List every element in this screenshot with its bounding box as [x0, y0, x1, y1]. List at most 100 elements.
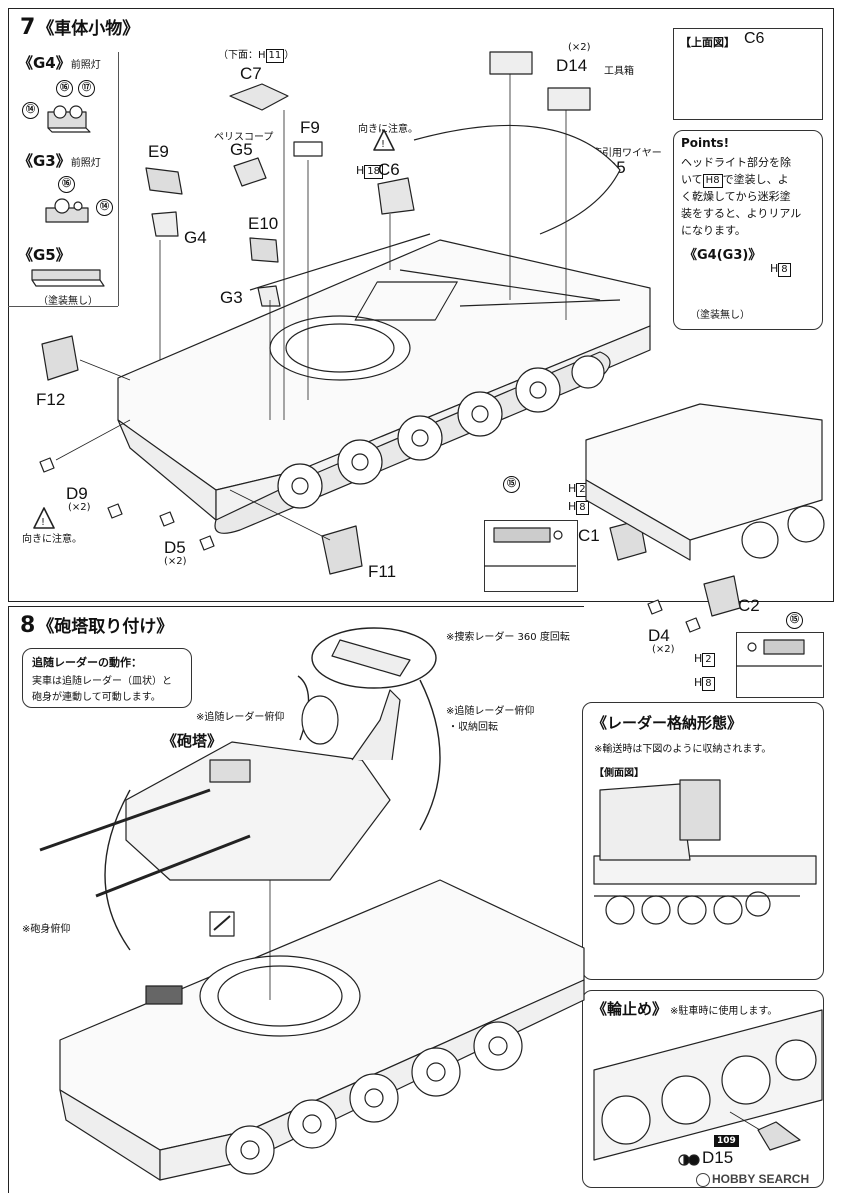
caution-d9: 向きに注意。	[22, 534, 82, 545]
radar-operation-title: 追随レーダーの動作：	[32, 656, 142, 669]
note-search-radar: ※捜索レーダー 360 度回転	[446, 632, 570, 643]
g3-title: 《G3》	[18, 152, 71, 170]
g3-headlight-drawing	[45, 198, 89, 223]
label-d15: D15	[702, 1148, 734, 1167]
label-c1: C1	[578, 526, 600, 545]
watermark-logo-icon	[696, 1172, 710, 1187]
g4-headlight-section: 《G4》前照灯	[18, 52, 101, 73]
points-sub-note: （塗装無し）	[690, 310, 750, 321]
c7-note-text: （下面：	[218, 50, 258, 61]
no-cement-icon	[209, 911, 235, 937]
small-parts-step7	[39, 51, 741, 633]
d14-count: (×2)	[568, 42, 591, 53]
label-d4: D4	[648, 626, 670, 645]
hull-drawing-step8	[59, 879, 585, 1181]
g-column-divider	[118, 52, 119, 306]
caution-icon	[33, 129, 395, 529]
stowed-radar-side-view	[593, 779, 817, 925]
points-box	[673, 130, 823, 330]
turret-label: 《砲塔》	[162, 732, 223, 750]
points-paint-h: H8	[702, 174, 723, 188]
stowed-radar-title: 《レーダー格納形態》	[592, 714, 743, 732]
wheel-chock-page-number: 109	[714, 1135, 739, 1147]
c6-h18-number: 18	[364, 165, 384, 179]
c2-h2-number: 2	[702, 653, 715, 667]
label-d9: D9	[66, 484, 88, 503]
leader-lines-step7	[55, 74, 567, 541]
c1-part-15: ⑮	[503, 476, 520, 493]
points-line-1: ヘッドライト部分を除	[681, 156, 791, 169]
g5-unpainted-note: （塗装無し）	[38, 296, 98, 307]
top-view-box	[673, 28, 823, 120]
note-track-radar-elev: ※追随レーダー俯仰	[196, 712, 285, 723]
g4-part-16: ⑯	[56, 80, 73, 97]
label-f11: F11	[368, 562, 397, 581]
step7-number: 7	[20, 15, 36, 40]
d5-count: (×2)	[164, 556, 187, 567]
step8-title-text: 《砲塔取り付け》	[37, 617, 174, 637]
points-line-2a: いて	[681, 173, 703, 186]
g4-subtitle: 前照灯	[70, 60, 101, 71]
hull-rear-view-step7	[585, 403, 825, 561]
points-line-4: 装をすると、よりリアル	[681, 207, 802, 220]
radar-operation-line1: 実車は追随レーダー（皿状）と	[32, 676, 172, 687]
step7-frame	[8, 8, 834, 602]
top-view-title: 【上面図】	[680, 36, 735, 49]
wheel-chock-drawing	[593, 1009, 823, 1166]
c1-c2-detail-internals	[484, 527, 822, 667]
label-c6: C6	[378, 160, 400, 179]
g3-headlight-section: 《G3》前照灯	[18, 150, 101, 171]
watermark: HOBBY SEARCH	[696, 1172, 809, 1187]
label-g5: G5	[230, 140, 253, 159]
caution-icon-mark: !	[381, 139, 385, 150]
label-c7: C7	[240, 64, 262, 83]
g5-periscope-note: ペリスコープ	[214, 132, 274, 143]
step8-number: 8	[20, 613, 36, 638]
g4-part-14: ⑭	[22, 102, 39, 119]
g5-periscope-drawing	[31, 269, 105, 287]
wheel-chock-page-tag: 109	[714, 1128, 739, 1147]
c2-part-15: ⑮	[786, 612, 803, 629]
g-column-divider-bottom	[8, 306, 118, 307]
label-f9: F9	[300, 118, 320, 137]
d4-count: (×2)	[652, 644, 675, 655]
note-gun-elevation: ※砲身俯仰	[22, 924, 71, 935]
wheel-chock-title: 《輪止め》	[592, 1000, 668, 1018]
step8-frame	[8, 606, 584, 1193]
g3-part-16: ⑯	[58, 176, 75, 193]
watermark-text: HOBBY SEARCH	[712, 1172, 810, 1186]
side-view-label: 【側面図】	[594, 768, 644, 779]
g4-title: 《G4》	[18, 54, 71, 72]
radar-operation-box	[22, 648, 192, 708]
track-drawing-step7	[214, 351, 611, 534]
label-g4: G4	[184, 228, 207, 247]
step7-title-text: 《車体小物》	[37, 19, 140, 39]
label-c2: C2	[738, 596, 760, 615]
turret-drawing	[39, 639, 411, 898]
label-d14: D14	[556, 56, 588, 75]
points-sub-title: 《G4(G3)》	[684, 248, 762, 263]
g4-headlight-drawing	[47, 105, 91, 133]
points-title: Points!	[681, 136, 730, 150]
g5-section-title: 《G5》	[18, 246, 71, 264]
points-line-5: になります。	[681, 224, 746, 237]
caution-icon-mark-2: !	[41, 517, 45, 528]
wheel-chock-note: ※駐車時に使用します。	[670, 1006, 778, 1017]
caution-c6: 向きに注意。	[358, 124, 418, 135]
note-track-radar-elev-2: ※追随レーダー俯仰	[446, 706, 535, 717]
points-sub-h-number: 8	[778, 263, 791, 277]
stowed-radar-note: ※輸送時は下図のように収納されます。	[594, 744, 772, 755]
step8-title: 8《砲塔取り付け》	[20, 612, 173, 638]
d14-toolbox-note: 工具箱	[604, 66, 634, 77]
note-retract-rotate: ・収納回転	[448, 722, 498, 733]
c7-note-h: 11	[265, 49, 285, 63]
label-e9: E9	[148, 142, 169, 161]
